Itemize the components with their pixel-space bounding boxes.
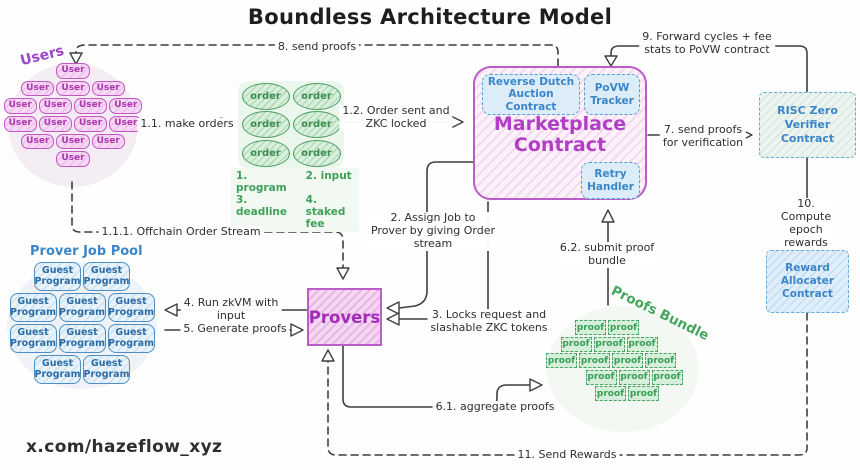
order-node: order <box>292 82 341 110</box>
user-node: User <box>56 133 90 150</box>
proof-node: proof <box>612 353 643 368</box>
legend-deadline: 3. deadline <box>236 194 288 218</box>
prover-job-pool-title: Prover Job Pool <box>30 244 143 259</box>
proof-node: proof <box>546 353 577 368</box>
reward-allocater-contract-node: Reward Allocater Contract <box>766 250 849 313</box>
guest-program-node: Guest Program <box>34 355 81 384</box>
order-node: order <box>241 111 290 138</box>
guest-program-node: Guest Program <box>107 324 155 353</box>
flow-label-10-compute-epoch-rewards: 10. Compute epoch rewards <box>777 197 835 250</box>
legend-input: 2. input <box>305 170 352 182</box>
user-node: User <box>3 98 37 115</box>
flow-label-1-1-make-orders: 1.1. make orders <box>137 117 237 131</box>
guest-program-node: Guest Program <box>58 324 106 353</box>
flow-label-5-generate-proofs: 5. Generate proofs <box>180 322 290 336</box>
page-title: Boundless Architecture Model <box>247 5 613 29</box>
retry-handler-node: Retry Handler <box>581 162 640 199</box>
guest-program-node: Guest Program <box>83 262 130 291</box>
proof-node: proof <box>579 353 610 368</box>
proof-node: proof <box>626 336 658 352</box>
order-node: order <box>241 82 290 110</box>
guest-program-node: Guest Program <box>9 293 57 322</box>
proof-node: proof <box>608 320 639 335</box>
flow-label-1-1-1-offchain-order-stream: 1.1.1. Offchain Order Stream <box>98 225 264 239</box>
flow-label-7-send-proofs-verification: 7. send proofs for verification <box>659 123 747 150</box>
user-node: User <box>109 116 143 132</box>
flow-label-6-1-aggregate-proofs: 6.1. aggregate proofs <box>432 400 558 414</box>
order-node: order <box>241 139 290 167</box>
proof-node: proof <box>618 369 650 385</box>
legend-staked-fee: 4. staked fee <box>305 194 346 230</box>
flow-label-1-2-order-sent: 1.2. Order sent and ZKC locked <box>339 104 453 131</box>
flow-label-6-2-submit-proof-bundle: 6.2. submit proof bundle <box>556 241 658 268</box>
user-node: User <box>38 98 72 115</box>
flow-label-2-assign-job: 2. Assign Job to Prover by giving Order … <box>367 211 499 251</box>
user-node: User <box>56 80 90 97</box>
orders-legend: 1. program 2. input 3. deadline 4. stake… <box>231 168 359 232</box>
user-node: User <box>74 98 108 115</box>
guest-program-node: Guest Program <box>107 293 155 322</box>
guest-program-node: Guest Program <box>9 324 57 353</box>
user-node: User <box>21 133 55 150</box>
user-node: User <box>38 116 72 132</box>
order-node: order <box>292 139 341 167</box>
user-node: User <box>109 98 143 115</box>
user-node: User <box>91 80 125 97</box>
marketplace-contract-node: Reverse Dutch Auction Contract PoVW Trac… <box>473 66 647 200</box>
proof-node: proof <box>593 336 625 352</box>
user-node: User <box>74 116 108 132</box>
watermark: x.com/hazeflow_xyz <box>26 437 223 457</box>
marketplace-contract-title: Marketplace Contract <box>493 113 627 157</box>
user-node: User <box>21 80 55 97</box>
proof-node: proof <box>575 320 606 335</box>
reverse-dutch-auction-contract-node: Reverse Dutch Auction Contract <box>482 74 580 115</box>
flow-label-3-locks-request: 3. Locks request and slashable ZKC token… <box>427 308 551 335</box>
guest-program-node: Guest Program <box>34 262 81 291</box>
risc-zero-verifier-contract-node: RISC Zero Verifier Contract <box>759 92 856 158</box>
flow-label-4-run-zkvm: 4. Run zkVM with input <box>180 296 282 323</box>
proof-node: proof <box>560 336 592 352</box>
proof-node: proof <box>595 386 626 401</box>
user-node: User <box>3 116 37 132</box>
provers-node: Provers <box>307 288 382 346</box>
proof-node: proof <box>651 369 683 385</box>
flow-label-8-send-proofs: 8. send proofs <box>274 40 360 54</box>
flow-label-9-forward-cycles: 9. Forward cycles + fee stats to PoVW co… <box>639 30 775 57</box>
guest-program-node: Guest Program <box>83 355 130 384</box>
user-node: User <box>91 133 125 150</box>
user-node: User <box>56 151 90 168</box>
guest-program-node: Guest Program <box>58 293 106 322</box>
user-node: User <box>56 63 90 79</box>
proof-node: proof <box>645 353 676 368</box>
proof-node: proof <box>628 386 659 401</box>
order-node: order <box>292 111 341 138</box>
proof-node: proof <box>585 369 617 385</box>
flow-label-11-send-rewards: 11. Send Rewards <box>514 448 620 462</box>
povw-tracker-node: PoVW Tracker <box>584 74 640 115</box>
legend-program: 1. program <box>236 170 287 194</box>
